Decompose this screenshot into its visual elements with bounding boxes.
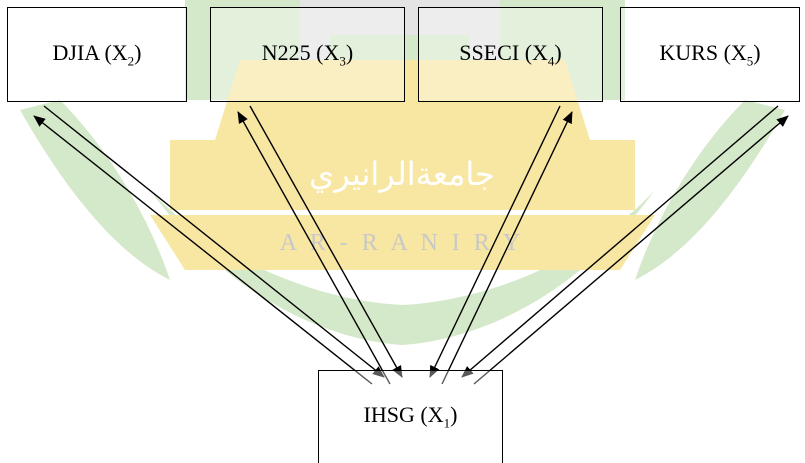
node-n225-sub: 3: [339, 53, 346, 69]
node-kurs-name: KURS: [659, 39, 719, 65]
arrow-sseci-to-ihsg: [429, 105, 561, 378]
node-kurs: KURS (X5): [620, 7, 800, 102]
node-n225-label: N225 (X3): [261, 39, 354, 69]
node-ihsg: IHSG (X1): [318, 370, 503, 463]
watermark-book: [215, 60, 590, 140]
arrow-ihsg-to-djia: [33, 115, 373, 385]
node-ihsg-label: IHSG (X1): [363, 402, 458, 431]
node-djia-name: DJIA: [52, 39, 99, 65]
node-sseci-var: X: [532, 39, 548, 65]
node-ihsg-name: IHSG: [363, 402, 415, 428]
watermark-base: [170, 140, 635, 210]
node-n225-name: N225: [261, 39, 311, 65]
node-n225: N225 (X3): [210, 7, 405, 102]
arrow-ihsg-to-sseci: [441, 111, 573, 385]
watermark-latin-text: A R - R A N I R Y: [280, 230, 524, 256]
arrow-ihsg-to-kurs: [473, 115, 789, 385]
watermark-leaf-left: [20, 100, 170, 280]
watermark-arabic-text: جامعةالرانيري: [309, 155, 495, 193]
node-sseci: SSECI (X4): [418, 7, 603, 102]
watermark-ribbon: [150, 215, 655, 270]
watermark-leaf-right: [635, 100, 785, 280]
node-n225-var: X: [323, 39, 340, 65]
arrow-n225-to-ihsg: [249, 105, 403, 378]
node-kurs-var: X: [730, 39, 747, 65]
node-ihsg-var: X: [427, 402, 444, 428]
arrow-kurs-to-ihsg: [461, 105, 779, 378]
node-djia-sub: 2: [127, 53, 135, 69]
node-sseci-sub: 4: [547, 53, 555, 69]
node-kurs-label: KURS (X5): [659, 39, 761, 69]
node-djia: DJIA (X2): [7, 7, 187, 102]
node-kurs-sub: 5: [746, 53, 754, 69]
node-djia-var: X: [111, 39, 128, 65]
node-ihsg-sub: 1: [443, 415, 451, 431]
arrow-ihsg-to-n225: [237, 111, 391, 385]
watermark-building: [300, 0, 500, 60]
node-djia-label: DJIA (X2): [52, 39, 142, 69]
node-sseci-label: SSECI (X4): [459, 39, 562, 69]
arrow-djia-to-ihsg: [43, 105, 385, 378]
node-sseci-name: SSECI: [459, 39, 520, 65]
